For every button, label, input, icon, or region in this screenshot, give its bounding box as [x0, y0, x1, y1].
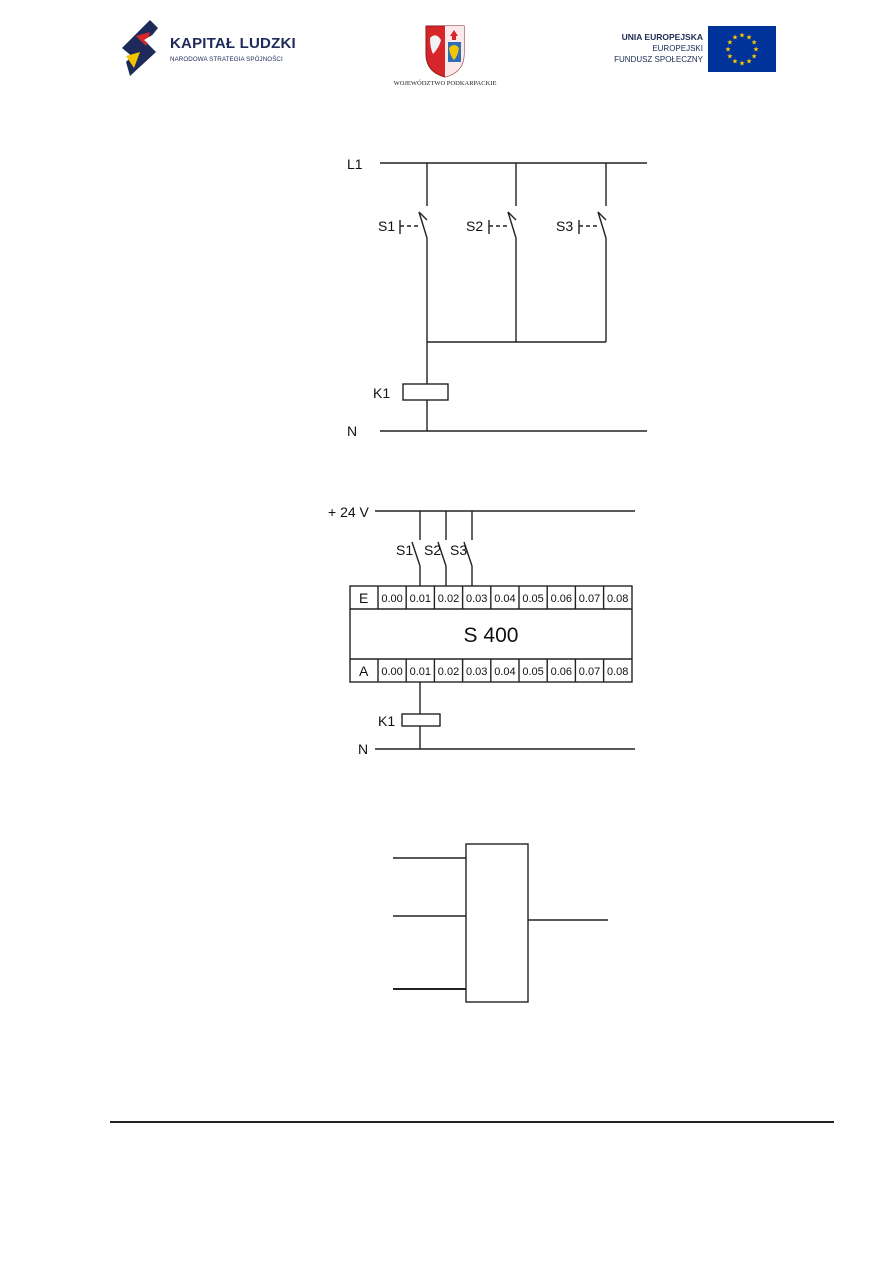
input-address-cell: 0.07 [579, 593, 600, 605]
input-address-cell: 0.00 [381, 593, 402, 605]
s3-label: S3 [556, 218, 573, 234]
footer-rule [110, 1121, 834, 1123]
eu-line-3: FUNDUSZ SPOŁECZNY [614, 55, 703, 64]
plc-n-label: N [358, 741, 368, 757]
podkarpackie-caption: WOJEWÓDZTWO PODKARPACKIE [393, 80, 497, 87]
output-address-cell: 0.05 [522, 666, 543, 678]
kapital-ludzki-emblem-icon [122, 20, 158, 76]
function-block-box [465, 843, 529, 1003]
output-address-cell: 0.07 [579, 666, 600, 678]
plc-k1-coil [401, 713, 441, 727]
output-address-cell: 0.08 [607, 666, 628, 678]
input-address-cell: 0.05 [522, 593, 543, 605]
input-address-cell: 0.08 [607, 593, 628, 605]
s1-contact [418, 211, 428, 221]
output-address-cell: 0.02 [438, 666, 459, 678]
output-address-cell: 0.06 [551, 666, 572, 678]
plc-k1-label: K1 [378, 713, 395, 729]
s2-contact [507, 211, 517, 221]
output-row-label: A [359, 663, 369, 679]
output-address-cell: 0.03 [466, 666, 487, 678]
input-address-cell: 0.02 [438, 593, 459, 605]
eu-star-icon: ★ [751, 53, 757, 61]
s1-label: S1 [378, 218, 395, 234]
input-address-cell: 0.06 [551, 593, 572, 605]
input-address-cell: 0.01 [410, 593, 431, 605]
plc-s1-contact [411, 541, 421, 567]
input-address-cell: 0.03 [466, 593, 487, 605]
eu-line-1: UNIA EUROPEJSKA [621, 32, 703, 42]
output-address-cell: 0.00 [381, 666, 402, 678]
eu-star-icon: ★ [727, 39, 733, 47]
kapital-ludzki-title: KAPITAŁ LUDZKI [170, 35, 296, 52]
k1-label: K1 [373, 385, 390, 401]
eu-star-icon: ★ [751, 39, 757, 47]
eu-logo: UNIA EUROPEJSKA EUROPEJSKI FUNDUSZ SPOŁE… [600, 26, 780, 74]
eu-star-icon: ★ [739, 60, 745, 68]
plc-s2-label: S2 [424, 542, 441, 558]
plc-s3-label: S3 [450, 542, 467, 558]
podkarpackie-coat-of-arms-icon [425, 25, 465, 78]
eu-star-icon: ★ [753, 46, 759, 54]
plc-diagram: + 24 V N S1 S2 S3 K1 E A S 400 0.00 0.01 0… [328, 504, 635, 757]
plc-s2-contact [437, 541, 447, 567]
eu-star-icon: ★ [725, 46, 731, 54]
input-row-label: E [359, 590, 368, 606]
n-label: N [347, 423, 357, 439]
controller-name: S 400 [464, 624, 519, 647]
eu-star-icon: ★ [746, 58, 752, 66]
eu-star-icon: ★ [732, 58, 738, 66]
input-address-cell: 0.04 [494, 593, 515, 605]
plc-s3-contact [463, 541, 473, 567]
l1-label: L1 [347, 156, 363, 172]
plc-supply-label: + 24 V [328, 504, 370, 520]
output-address-cell: 0.04 [494, 666, 515, 678]
eu-flag-icon: ★★★★★★★★★★★★ [708, 26, 776, 72]
kapital-ludzki-subtitle: NARODOWA STRATEGIA SPÓJNOŚCI [170, 56, 283, 63]
s3-contact [597, 211, 607, 221]
podkarpackie-logo: WOJEWÓDZTWO PODKARPACKIE [380, 24, 510, 92]
plc-s1-label: S1 [396, 542, 413, 558]
eu-line-2: EUROPEJSKI [652, 44, 703, 53]
function-block-diagram [393, 843, 608, 1003]
eu-star-icon: ★ [746, 33, 752, 41]
eu-star-icon: ★ [732, 33, 738, 41]
kapital-ludzki-logo: KAPITAŁ LUDZKI NARODOWA STRATEGIA SPÓJNO… [120, 18, 320, 78]
k1-coil [402, 383, 449, 401]
eu-star-icon: ★ [727, 53, 733, 61]
output-address-cell: 0.01 [410, 666, 431, 678]
eu-star-icon: ★ [739, 32, 745, 40]
relay-ladder-diagram: L1 N S1 S2 S3 K1 [347, 156, 647, 439]
s2-label: S2 [466, 218, 483, 234]
